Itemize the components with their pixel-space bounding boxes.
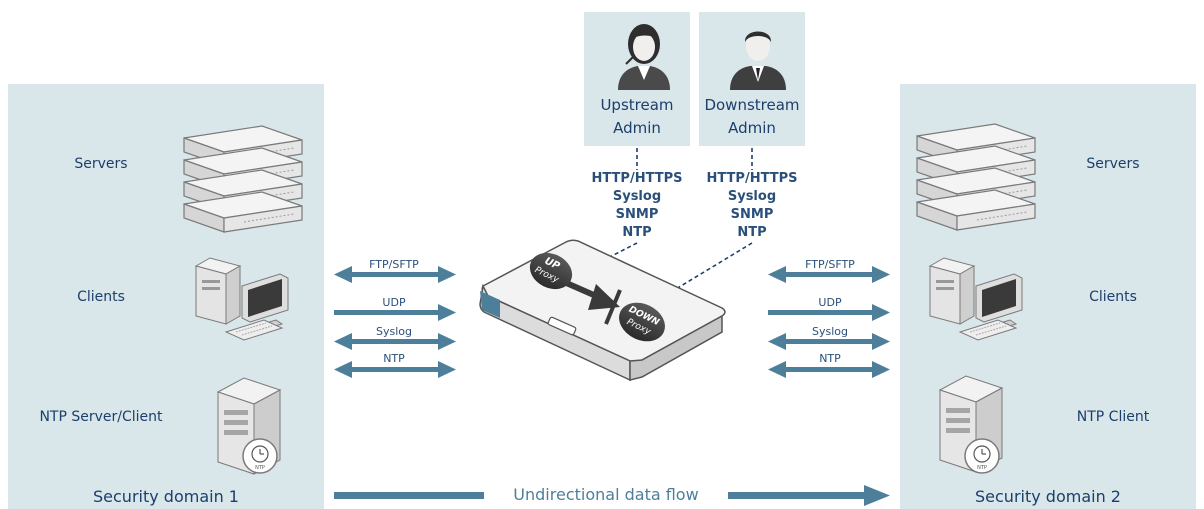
downstream-protocol-ntp: NTP — [737, 225, 766, 240]
left-arrow-udp — [334, 304, 456, 321]
male-admin-icon — [730, 31, 786, 90]
domain1-servers-label: Servers — [74, 156, 127, 172]
upstream-protocol-snmp: SNMP — [616, 207, 659, 222]
upstream-protocol-ntp: NTP — [622, 225, 651, 240]
left-protocol-ftp-label: FTP/SFTP — [369, 258, 419, 271]
domain2-title: Security domain 2 — [975, 487, 1121, 506]
domain2-clients-label: Clients — [1089, 289, 1137, 305]
left-arrow-ftp — [334, 266, 456, 283]
downstream-admin-link-bottom — [675, 242, 753, 290]
right-arrow-udp — [768, 304, 890, 321]
diode-appliance — [479, 239, 726, 382]
domain1-clients-label: Clients — [77, 289, 125, 305]
server-rack-icon — [916, 123, 1036, 231]
ntp-server-tower-icon: NTP — [217, 377, 281, 475]
right-protocol-udp-label: UDP — [818, 296, 842, 309]
downstream-protocol-syslog: Syslog — [728, 189, 776, 204]
data-flow-label: Undirectional data flow — [513, 485, 698, 504]
right-protocol-ntp-label: NTP — [819, 352, 841, 365]
right-protocol-syslog-label: Syslog — [812, 325, 848, 338]
upstream-admin-label-line2: Admin — [613, 119, 661, 137]
left-protocol-udp-label: UDP — [382, 296, 406, 309]
right-protocol-arrows — [768, 266, 890, 378]
left-protocol-ntp-label: NTP — [383, 352, 405, 365]
downstream-protocol-http: HTTP/HTTPS — [707, 171, 798, 186]
domain2-servers-label: Servers — [1086, 156, 1139, 172]
domain1-title: Security domain 1 — [93, 487, 239, 506]
right-protocol-ftp-label: FTP/SFTP — [805, 258, 855, 271]
server-rack-icon — [183, 125, 303, 233]
right-arrow-ftp — [768, 266, 890, 283]
right-arrow-ntp — [768, 361, 890, 378]
upstream-protocol-http: HTTP/HTTPS — [592, 171, 683, 186]
left-protocol-arrows — [334, 266, 456, 378]
right-arrow-syslog — [768, 333, 890, 350]
ntp-client-tower-icon: NTP — [939, 375, 1003, 474]
ntp-badge-text: NTP — [255, 465, 265, 471]
upstream-protocol-syslog: Syslog — [613, 189, 661, 204]
domain2-ntp-label: NTP Client — [1077, 409, 1150, 425]
downstream-protocol-snmp: SNMP — [731, 207, 774, 222]
left-arrow-syslog — [334, 333, 456, 350]
left-protocol-syslog-label: Syslog — [376, 325, 412, 338]
left-arrow-ntp — [334, 361, 456, 378]
data-flow-arrow — [334, 485, 890, 506]
ntp-badge-text: NTP — [977, 465, 987, 471]
upstream-admin-label-line1: Upstream — [600, 96, 673, 114]
domain1-ntp-label: NTP Server/Client — [39, 409, 163, 425]
downstream-admin-label-line2: Admin — [728, 119, 776, 137]
female-admin-icon — [618, 24, 670, 90]
downstream-admin-label-line1: Downstream — [704, 96, 799, 114]
